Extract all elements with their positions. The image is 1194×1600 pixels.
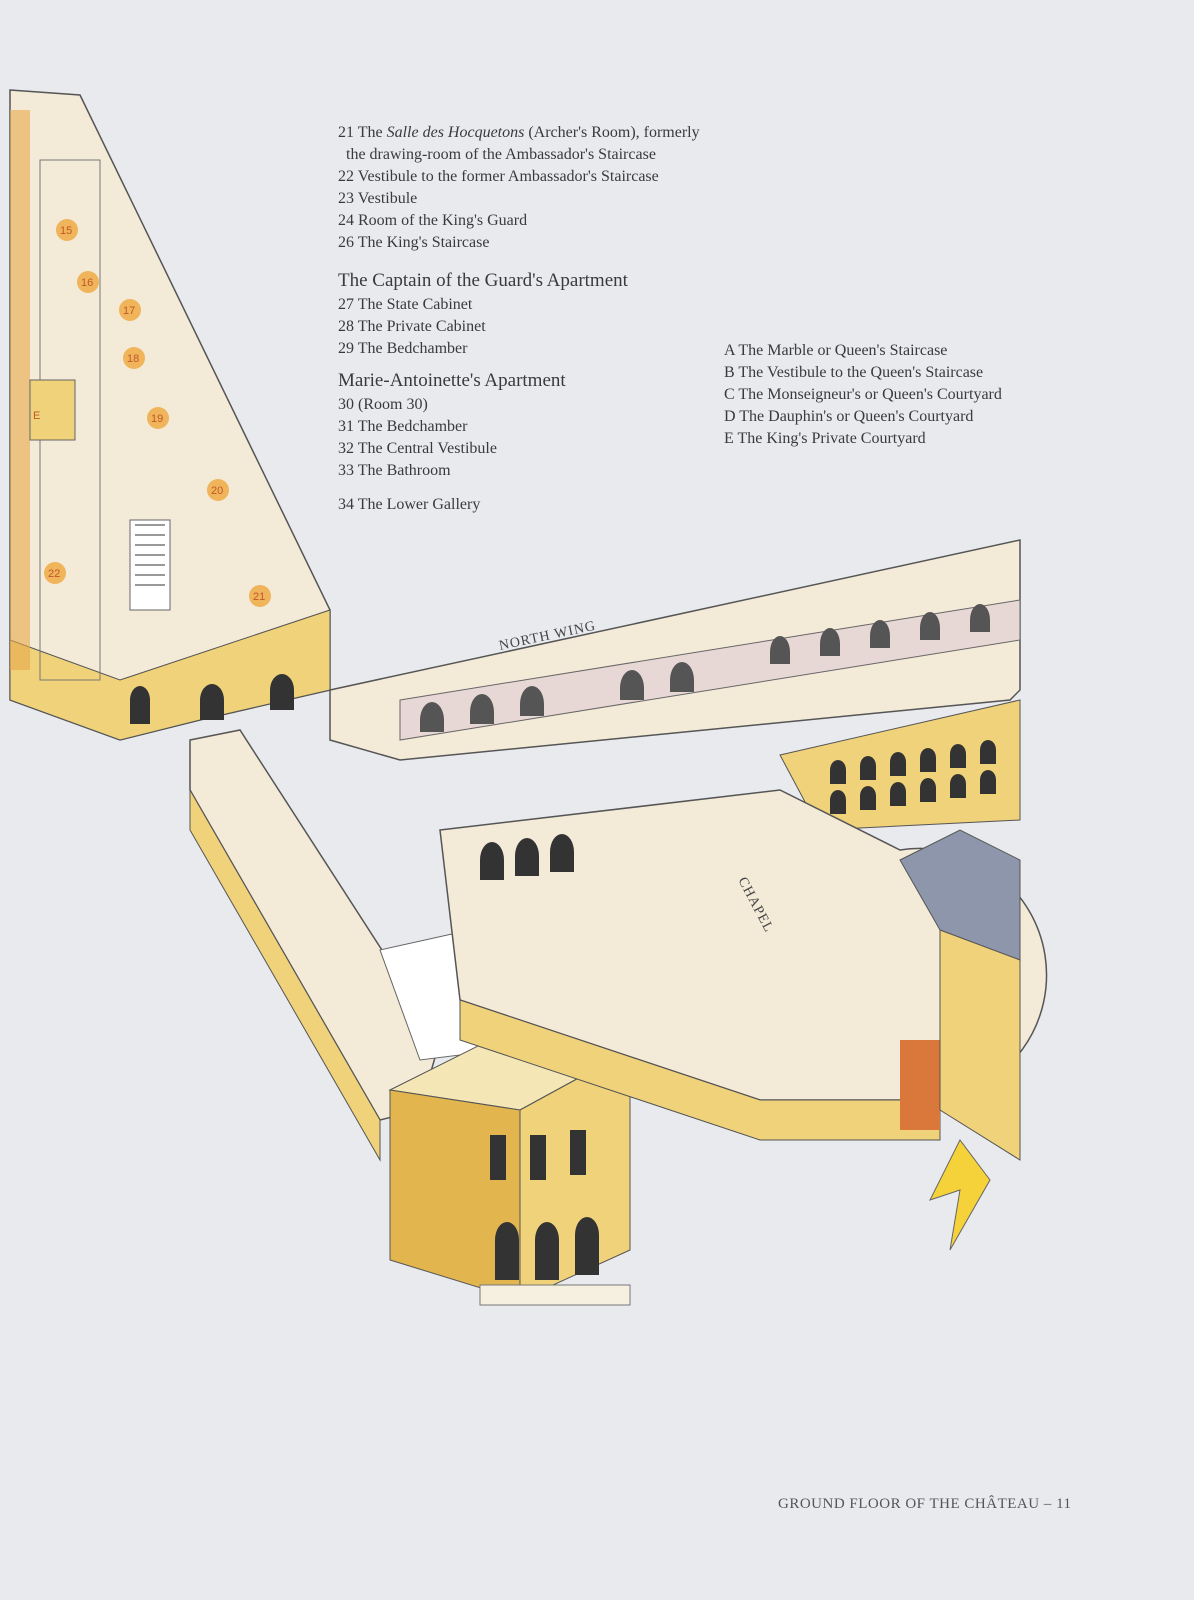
legend-item: 31 The Bedchamber <box>338 418 468 435</box>
north-wing: NORTH WING <box>329 539 1021 831</box>
pavilion <box>388 1029 632 1306</box>
legend-item: C The Monseigneur's or Queen's Courtyard <box>724 386 1002 403</box>
section-heading-marie-antoinette: Marie-Antoinette's Apartment <box>338 370 566 391</box>
legend-item: the drawing-room of the Ambassador's Sta… <box>346 146 656 163</box>
legend-item: E The King's Private Courtyard <box>724 430 926 447</box>
legend-item: 24 Room of the King's Guard <box>338 212 528 229</box>
svg-text:17: 17 <box>123 305 135 317</box>
svg-text:E: E <box>33 410 40 422</box>
svg-text:20: 20 <box>211 485 223 497</box>
svg-text:22: 22 <box>48 568 60 580</box>
svg-text:15: 15 <box>60 225 72 237</box>
legend-item: 23 Vestibule <box>338 190 418 207</box>
section-heading-captain: The Captain of the Guard's Apartment <box>338 270 628 291</box>
legend-item: 34 The Lower Gallery <box>338 496 481 513</box>
courtyard-legend: A The Marble or Queen's Staircase B The … <box>724 340 1002 450</box>
svg-text:16: 16 <box>81 277 93 289</box>
legend-item: 28 The Private Cabinet <box>338 318 486 335</box>
corner-building <box>899 829 1021 1251</box>
legend-item: 32 The Central Vestibule <box>338 440 497 457</box>
svg-text:19: 19 <box>151 413 163 425</box>
legend-item: 30 (Room 30) <box>338 396 428 413</box>
svg-text:21: 21 <box>253 591 265 603</box>
legend-item: 29 The Bedchamber <box>338 340 468 357</box>
room-legend-left: 21 The Salle des Hocquetons (Archer's Ro… <box>338 122 700 516</box>
room-number-markers: 15 16 17 18 19 20 21 22 E <box>33 219 271 607</box>
legend-item: D The Dauphin's or Queen's Courtyard <box>724 408 974 425</box>
legend-item: 27 The State Cabinet <box>338 296 473 313</box>
legend-item: B The Vestibule to the Queen's Staircase <box>724 364 984 381</box>
legend-item: A The Marble or Queen's Staircase <box>724 342 948 359</box>
svg-text:18: 18 <box>127 353 139 365</box>
legend-item: 21 The Salle des Hocquetons (Archer's Ro… <box>338 124 700 141</box>
chapel: CHAPEL <box>439 789 1048 1141</box>
legend-item: 22 Vestibule to the former Ambassador's … <box>338 168 659 185</box>
legend-item: 26 The King's Staircase <box>338 234 490 251</box>
page-footer: GROUND FLOOR OF THE CHÂTEAU – 11 <box>778 1496 1072 1512</box>
legend-item: 33 The Bathroom <box>338 462 451 479</box>
west-wing <box>9 89 331 741</box>
